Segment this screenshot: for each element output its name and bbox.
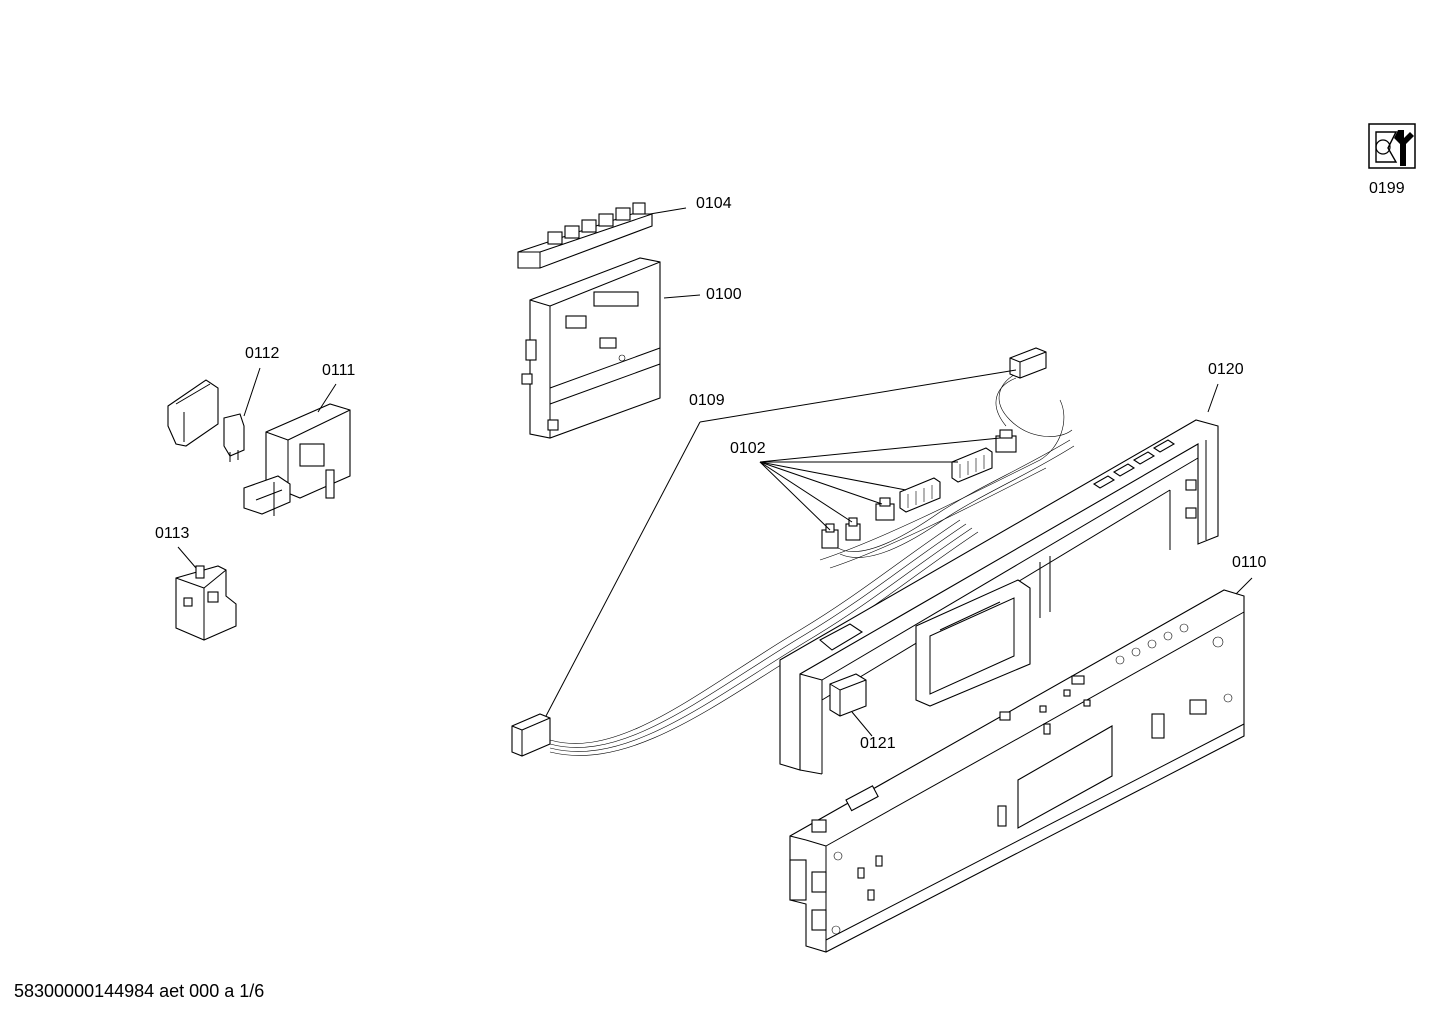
part-0199-tool-icon — [1368, 123, 1416, 169]
label-0109[interactable]: 0109 — [689, 392, 725, 409]
part-0120-panel-frame — [779, 419, 1219, 775]
part-0113-relay — [175, 565, 237, 641]
label-0121[interactable]: 0121 — [860, 735, 896, 752]
part-0121-block — [829, 673, 867, 717]
label-0104[interactable]: 0104 — [696, 195, 732, 212]
label-0120[interactable]: 0120 — [1208, 361, 1244, 378]
part-0111-bracket — [243, 403, 351, 516]
label-0110[interactable]: 0110 — [1232, 554, 1267, 571]
connector-6 — [995, 429, 1017, 453]
leader-lines — [177, 207, 1253, 737]
label-0112[interactable]: 0112 — [245, 345, 280, 362]
connector-4 — [899, 477, 941, 513]
label-0102[interactable]: 0102 — [730, 440, 766, 457]
connector-1 — [821, 523, 839, 549]
part-0109-cable-harness — [511, 347, 1073, 757]
label-0199[interactable]: 0199 — [1369, 180, 1405, 197]
part-0102-connectors — [821, 429, 1075, 558]
part-0110-panel-back — [789, 589, 1245, 953]
part-0100-control-module — [521, 257, 661, 439]
connector-3 — [875, 497, 895, 521]
part-0104-button-strip — [517, 202, 653, 269]
part-0112-cover — [167, 379, 245, 462]
label-0100[interactable]: 0100 — [706, 286, 742, 303]
label-0113[interactable]: 0113 — [155, 525, 190, 542]
connector-2 — [845, 517, 861, 541]
document-id-footer: 58300000144984 aet 000 a 1/6 — [14, 981, 265, 1001]
connector-5 — [951, 447, 993, 483]
label-0111[interactable]: 0111 — [322, 362, 356, 379]
